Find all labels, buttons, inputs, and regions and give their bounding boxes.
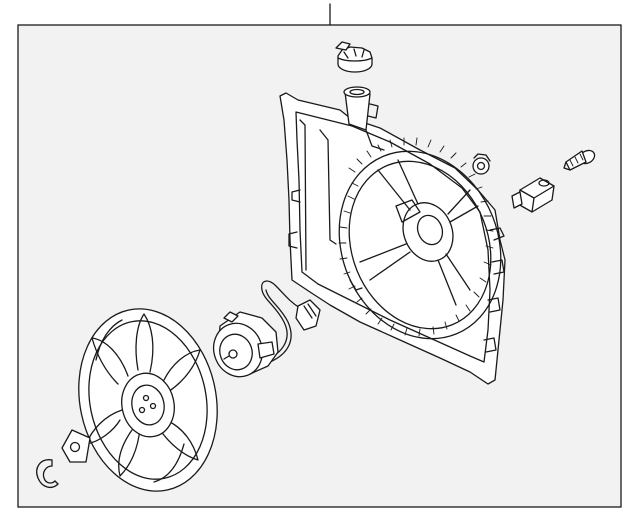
retaining-washer — [61, 429, 91, 463]
fan-shroud — [279, 86, 506, 385]
reservoir-cap — [335, 41, 373, 73]
grommet — [472, 153, 491, 175]
mounting-bolt — [563, 149, 596, 171]
fan-motor — [212, 280, 321, 378]
fan-blade — [78, 308, 218, 492]
resistor-connector — [511, 177, 555, 213]
retaining-clip — [36, 459, 59, 489]
